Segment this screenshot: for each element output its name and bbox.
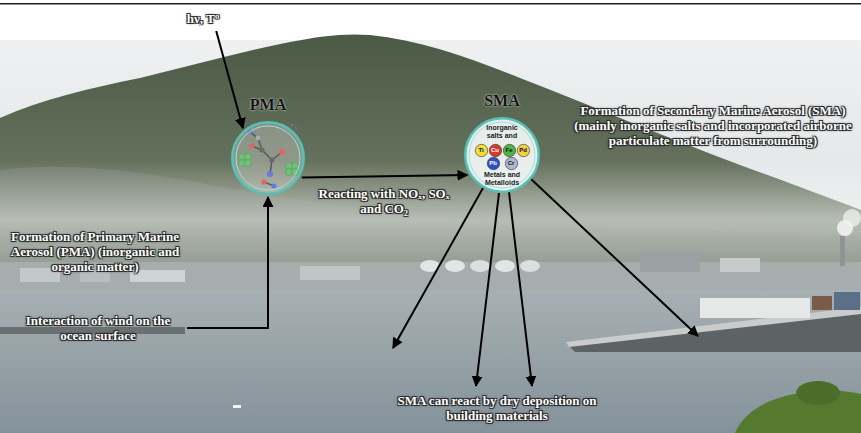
element-label: Fe [503, 144, 516, 157]
deposition-arrow [509, 192, 532, 386]
circle-outline [232, 122, 304, 194]
grass [796, 381, 840, 405]
circle-heading: PMA [223, 96, 313, 114]
sma-circle: SMAInorganic salts andMetals and Metallo… [464, 117, 540, 193]
wind-label-node: Interaction of wind on the ocean surface [12, 311, 184, 345]
arrow-connector [302, 175, 468, 178]
element-symbol: Pd [517, 144, 530, 157]
circle-text: Inorganic salts and [478, 124, 526, 140]
caption-note: SMA can react by dry deposition on build… [386, 393, 608, 423]
circle-heading: SMA [457, 92, 547, 110]
pma-molecules [294, 126, 297, 129]
port-town [445, 260, 465, 272]
element-symbol: Cu [489, 144, 502, 157]
element-label: Cu [489, 144, 502, 157]
edge-label: Reacting with NOₓ, SOₓ and CO₂ [318, 186, 450, 216]
deposition-arrow [393, 179, 698, 386]
hill [0, 34, 861, 300]
circle-outline [505, 157, 517, 169]
deposition-arrow [476, 193, 499, 386]
circle-outline [487, 157, 499, 169]
arrow-connector [216, 31, 243, 128]
circle-inner-ring [469, 122, 535, 188]
element-label: Pd [517, 144, 530, 157]
sea [0, 290, 861, 433]
mist [0, 160, 861, 280]
top-rule [0, 3, 861, 5]
pier [812, 296, 832, 310]
element-label: Pb [487, 157, 500, 170]
pier [834, 292, 860, 310]
port-town [520, 260, 540, 272]
circle-outline [489, 144, 501, 156]
element-symbol: Cr [505, 157, 518, 170]
port-town [640, 252, 700, 272]
port-town [470, 260, 490, 272]
caption-note: Formation of Secondary Marine Aerosol (S… [572, 103, 854, 148]
port-town [840, 236, 845, 266]
node-text: hν, Tº [172, 11, 234, 26]
caption-note: Formation of Primary Marine Aerosol (PMA… [6, 229, 184, 274]
element-symbol: Ti [475, 144, 488, 157]
pier [566, 292, 861, 352]
port-town [300, 266, 360, 280]
element-symbol: Pb [487, 157, 500, 170]
circle-outline [517, 144, 529, 156]
pma-molecules [290, 123, 293, 126]
element-label: Cr [505, 157, 518, 170]
port-town [843, 209, 861, 227]
boat [233, 405, 241, 408]
pier [700, 298, 810, 318]
circle-outline [503, 144, 515, 156]
grass [735, 381, 861, 433]
hill [0, 34, 861, 300]
element-symbol: Fe [503, 144, 516, 157]
port-town [720, 258, 760, 272]
circle-text: Metals and Metalloids [477, 171, 527, 187]
circle-outline [475, 144, 487, 156]
energy-label-node: hν, Tº [170, 9, 236, 28]
arrow-connector [187, 197, 268, 328]
circle-outline [465, 118, 539, 192]
pma-circle: PMA [231, 121, 305, 195]
element-label: Ti [475, 144, 488, 157]
port-town [495, 260, 515, 272]
node-text: Interaction of wind on the ocean surface [14, 313, 182, 343]
circle-outline [231, 121, 305, 195]
deposition-arrow [531, 179, 698, 336]
circle-inner-ring [236, 126, 300, 190]
